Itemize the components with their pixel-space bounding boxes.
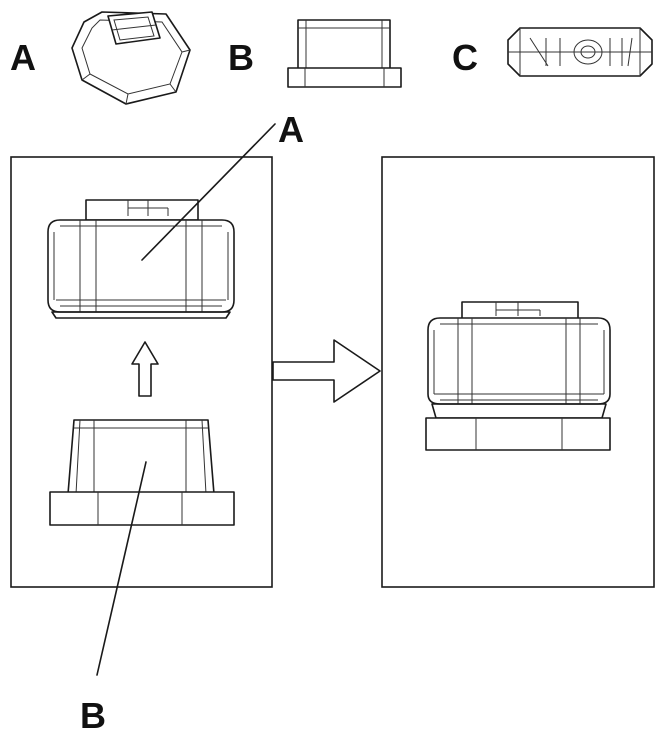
base-b-front-view — [49, 419, 235, 526]
callout-label-a: A — [278, 109, 304, 150]
left-panel — [10, 123, 276, 676]
part-c-rail-icon — [507, 27, 653, 77]
legend-row: A B C — [10, 11, 653, 105]
legend-label-a: A — [10, 37, 36, 78]
right-panel — [381, 156, 655, 588]
legend-label-c: C — [452, 37, 478, 78]
callout-label-b: B — [80, 695, 106, 736]
part-a-cap-icon — [71, 11, 191, 105]
leader-line-b — [96, 461, 147, 676]
part-b-base-icon — [287, 19, 402, 88]
legend-label-b: B — [228, 37, 254, 78]
leader-line-a — [141, 123, 276, 261]
assembled-cap-view — [425, 301, 611, 451]
up-arrow-icon — [131, 341, 159, 397]
cap-a-front-view — [47, 199, 235, 319]
right-arrow-icon — [272, 339, 381, 403]
